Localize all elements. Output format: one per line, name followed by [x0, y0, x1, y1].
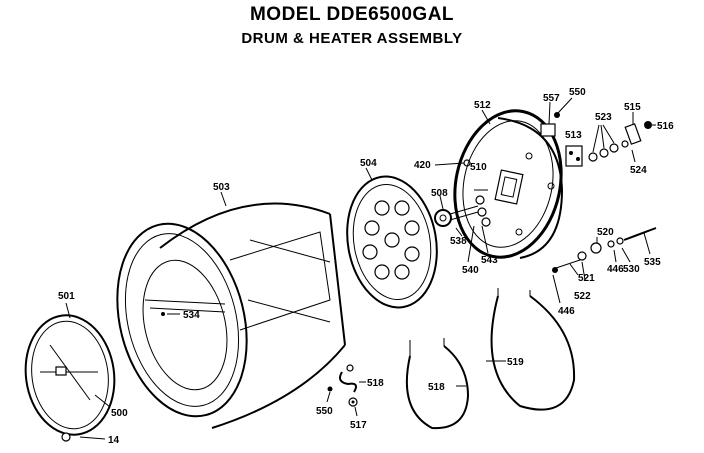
part-label-557: 557	[543, 93, 560, 104]
part-label-523: 523	[595, 112, 612, 123]
part-label-446b: 446	[558, 306, 575, 317]
part-label-517: 517	[350, 420, 367, 431]
part-label-550a: 550	[569, 87, 586, 98]
part-label-513: 513	[565, 130, 582, 141]
thermostat-hardware	[540, 112, 652, 167]
page-subtitle: DRUM & HEATER ASSEMBLY	[241, 30, 463, 47]
part-label-500: 500	[111, 408, 128, 419]
part-label-516: 516	[657, 121, 674, 132]
part-label-518a: 518	[367, 378, 384, 389]
part-label-503: 503	[213, 182, 230, 193]
part-label-14: 14	[108, 435, 120, 446]
part-label-543: 543	[481, 255, 498, 266]
part-label-530: 530	[623, 264, 640, 275]
part-label-535: 535	[644, 257, 661, 268]
part-label-446a: 446	[607, 264, 624, 275]
part-label-534: 534	[183, 310, 200, 321]
leader-lines	[65, 97, 656, 440]
front-seal-ring	[24, 314, 116, 436]
drum-shaft-bearing	[434, 159, 491, 227]
part-label-518b: 518	[428, 382, 445, 393]
part-label-510: 510	[470, 162, 487, 173]
part-label-520: 520	[597, 227, 614, 238]
heater-belt-small	[405, 338, 470, 430]
part-label-504: 504	[360, 158, 377, 169]
part-label-508: 508	[431, 188, 448, 199]
heater-belt-large	[490, 288, 576, 411]
part-label-524: 524	[630, 165, 647, 176]
part-label-512: 512	[474, 100, 491, 111]
drum	[116, 202, 346, 429]
drum-support-clips	[327, 364, 358, 407]
part-label-519: 519	[507, 357, 524, 368]
part-label-501: 501	[58, 291, 75, 302]
part-labels: 501 500 14 503 534 504 420 508 510 512 5…	[58, 87, 674, 446]
part-label-522: 522	[574, 291, 591, 302]
drum-glide	[61, 432, 71, 442]
heater-terminal-hardware	[552, 227, 657, 273]
part-label-550b: 550	[316, 406, 333, 417]
part-label-515: 515	[624, 102, 641, 113]
rear-bulkhead	[453, 109, 564, 259]
part-label-540: 540	[462, 265, 479, 276]
part-label-538: 538	[450, 236, 467, 247]
part-label-420: 420	[414, 160, 431, 171]
page-title: MODEL DDE6500GAL	[249, 4, 455, 25]
rear-baffle-plate	[346, 175, 438, 309]
part-label-521: 521	[578, 273, 595, 284]
